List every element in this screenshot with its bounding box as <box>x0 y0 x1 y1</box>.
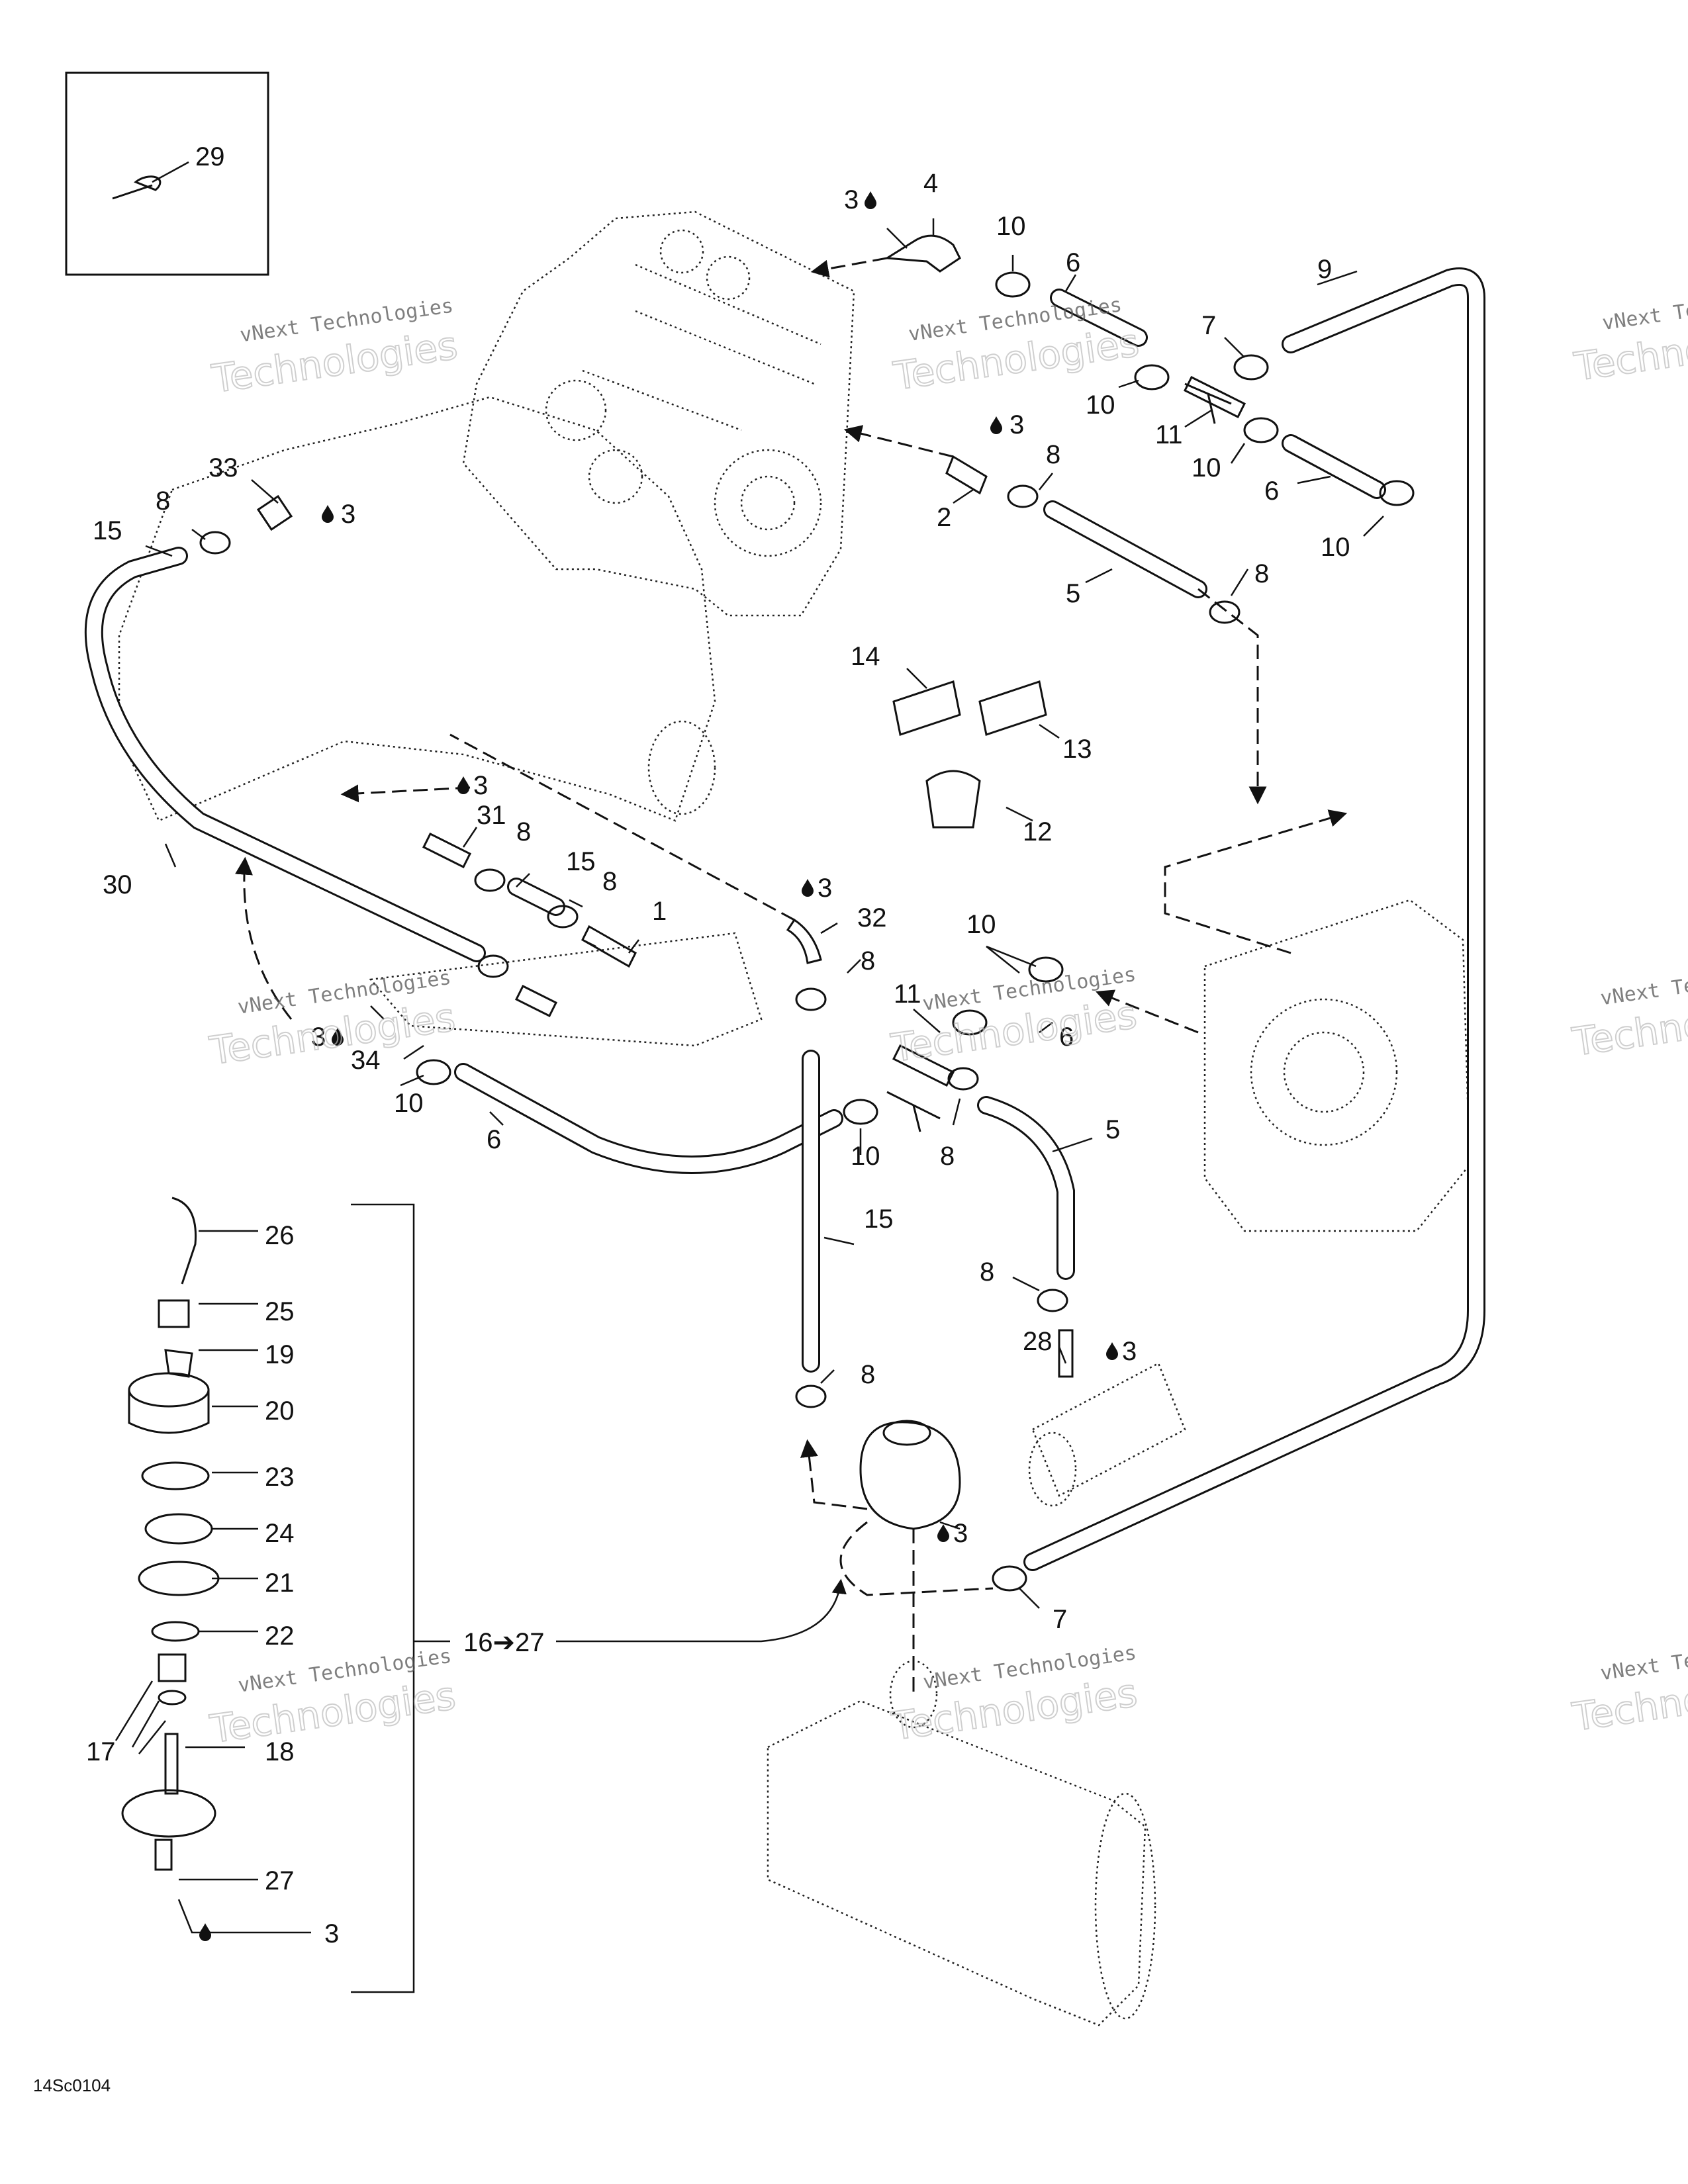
callout-10e: 10 <box>966 910 996 939</box>
tee-fittings <box>886 383 1232 1132</box>
callout-24: 24 <box>265 1519 295 1548</box>
callout-28: 28 <box>1023 1327 1053 1356</box>
sealant-drop-icon <box>990 416 1002 434</box>
callout-3d: 3 <box>473 771 488 800</box>
tuned-pipe <box>1203 899 1471 1232</box>
inset-box <box>65 71 269 276</box>
callout-1: 1 <box>652 897 667 926</box>
callout-32: 32 <box>857 903 887 933</box>
callout-3i: 3 <box>324 1919 339 1948</box>
callout-labels: 29 4 3 10 6 9 7 10 11 10 6 10 3 2 8 5 8 … <box>86 142 1350 1948</box>
hose-5-lower <box>977 1096 1075 1280</box>
callout-29: 29 <box>195 142 225 171</box>
sealant-drop-icon <box>802 879 814 897</box>
callout-22: 22 <box>265 1621 295 1651</box>
callout-10d: 10 <box>1321 533 1350 562</box>
callout-10c: 10 <box>1192 453 1221 482</box>
sealant-drop-icon <box>457 776 469 794</box>
callout-10g: 10 <box>851 1142 880 1171</box>
callout-33: 33 <box>209 453 238 482</box>
watermark-text: vNext Technologies <box>1601 282 1688 335</box>
leader-lines <box>115 218 1384 1934</box>
callout-8c: 8 <box>156 486 170 516</box>
hose-15-short <box>507 878 565 916</box>
hose-6-lower <box>454 1063 843 1174</box>
callout-7: 7 <box>1201 311 1216 340</box>
callout-9: 9 <box>1317 255 1332 284</box>
callout-7b: 7 <box>1053 1605 1067 1634</box>
expansion-tank <box>859 1420 961 1530</box>
hose-5-upper <box>1043 500 1207 598</box>
callout-11b: 11 <box>894 979 921 1009</box>
callout-15b: 15 <box>566 847 596 876</box>
callout-11: 11 <box>1155 420 1183 449</box>
callout-34: 34 <box>351 1046 381 1075</box>
drawing-code: 14Sc0104 <box>33 2075 111 2095</box>
sealant-drop-icon <box>322 505 334 523</box>
callout-6b: 6 <box>1264 477 1279 506</box>
callout-3g: 3 <box>1122 1337 1137 1366</box>
sealant-drop-icon <box>937 1524 949 1542</box>
hose-15-main <box>84 547 486 962</box>
watermark-text: vNext Technologies <box>1599 1632 1688 1685</box>
callout-8e: 8 <box>602 867 617 896</box>
callout-13: 13 <box>1062 735 1092 764</box>
callout-8h: 8 <box>980 1257 994 1287</box>
callout-21: 21 <box>265 1569 295 1598</box>
part-29-clip <box>112 161 189 200</box>
callout-3b: 3 <box>1009 410 1024 439</box>
callout-5b: 5 <box>1105 1115 1120 1144</box>
callout-6: 6 <box>1066 248 1080 277</box>
callout-8g: 8 <box>940 1142 955 1171</box>
callout-25: 25 <box>265 1297 295 1326</box>
hose-9 <box>1023 267 1485 1571</box>
callout-3f: 3 <box>311 1023 326 1052</box>
callout-18: 18 <box>265 1737 295 1766</box>
callout-17: 17 <box>86 1737 116 1766</box>
callout-6c: 6 <box>1059 1023 1074 1052</box>
callout-8b: 8 <box>1254 559 1269 588</box>
callout-12: 12 <box>1023 817 1053 846</box>
assembly-bracket <box>351 1203 847 1993</box>
exhaust-manifold <box>118 396 763 1047</box>
callout-23: 23 <box>265 1463 295 1492</box>
callout-26: 26 <box>265 1221 295 1250</box>
callout-20: 20 <box>265 1396 295 1426</box>
callout-10b: 10 <box>1086 390 1115 420</box>
watermark-text: vNext Technologies <box>1599 957 1688 1010</box>
brackets-12-13-14 <box>892 680 1047 829</box>
callout-3h: 3 <box>953 1519 968 1548</box>
clamps <box>199 271 1415 1592</box>
callout-3e: 3 <box>818 874 832 903</box>
callout-31: 31 <box>477 801 506 830</box>
callout-3: 3 <box>844 185 859 214</box>
callout-4: 4 <box>923 169 938 198</box>
callout-27: 27 <box>265 1866 295 1895</box>
callout-10: 10 <box>996 212 1026 241</box>
callout-30: 30 <box>103 870 132 899</box>
sealant-drop-icon <box>1106 1342 1118 1360</box>
callout-14: 14 <box>851 642 880 671</box>
sealant-drop-icon <box>199 1923 211 1941</box>
callout-8d: 8 <box>516 817 531 846</box>
callout-2: 2 <box>937 503 951 532</box>
callout-15c: 15 <box>864 1205 894 1234</box>
water-filter <box>1028 1362 1186 1507</box>
callout-8i: 8 <box>861 1360 875 1389</box>
callout-3c: 3 <box>341 500 355 529</box>
engine-block <box>462 210 855 617</box>
hose-6-upper <box>1050 289 1386 499</box>
fittings <box>154 234 1246 1871</box>
callout-10f: 10 <box>394 1089 424 1118</box>
callout-8: 8 <box>1046 440 1060 469</box>
callout-8f: 8 <box>861 946 875 976</box>
callout-16-27: 16➔27 <box>463 1628 545 1657</box>
flow-paths <box>235 257 1348 1694</box>
callout-6d: 6 <box>487 1125 501 1154</box>
callout-15: 15 <box>93 516 122 545</box>
callout-5: 5 <box>1066 579 1080 608</box>
sealant-drop-icon <box>865 191 876 209</box>
callout-19: 19 <box>265 1340 295 1369</box>
